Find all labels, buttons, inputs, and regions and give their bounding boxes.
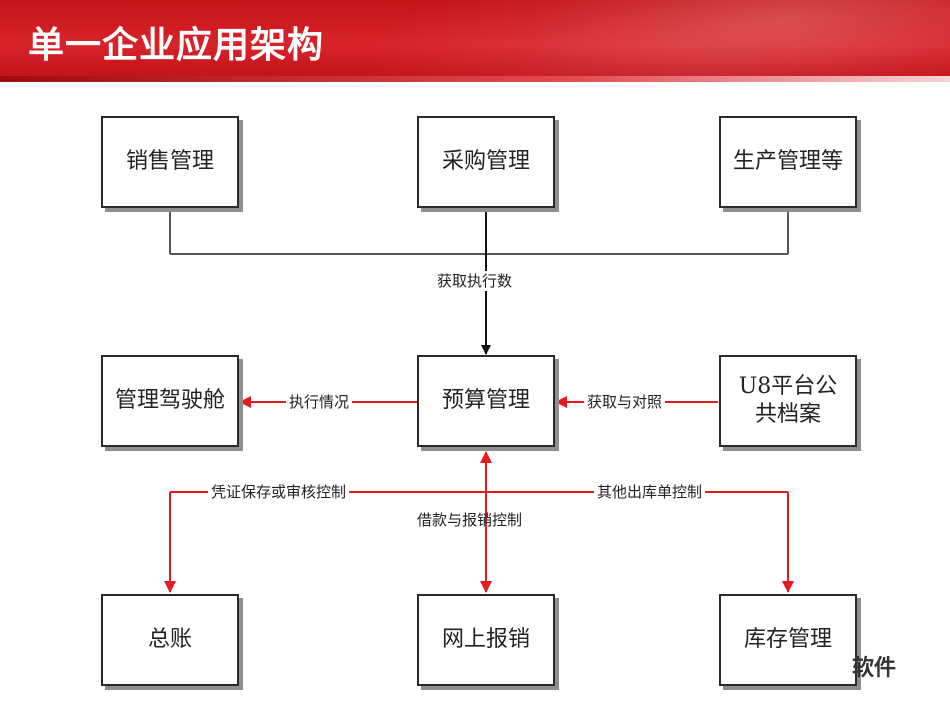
node-u8-archive: U8平台公共档案	[719, 355, 857, 447]
node-purchase: 采购管理	[417, 116, 555, 208]
node-budget: 预算管理	[417, 355, 555, 447]
node-cockpit: 管理驾驶舱	[101, 355, 239, 447]
node-inventory: 库存管理	[719, 594, 857, 686]
node-sales: 销售管理	[101, 116, 239, 208]
label-fetch-compare: 获取与对照	[584, 392, 666, 412]
label-execution-status: 执行情况	[286, 392, 353, 412]
label-loan-expense-control: 借款与报销控制	[417, 511, 523, 529]
node-production: 生产管理等	[719, 116, 857, 208]
label-other-outbound-control: 其他出库单控制	[594, 482, 706, 502]
slide-title: 单一企业应用架构	[28, 25, 325, 66]
label-fetch-execution: 获取执行数	[434, 271, 516, 291]
node-online-expense: 网上报销	[417, 594, 555, 686]
label-voucher-control: 凭证保存或审核控制	[208, 482, 350, 502]
header-band: 单一企业应用架构	[0, 0, 950, 82]
node-ledger: 总账	[101, 594, 239, 686]
corner-text: 软件	[852, 656, 897, 681]
